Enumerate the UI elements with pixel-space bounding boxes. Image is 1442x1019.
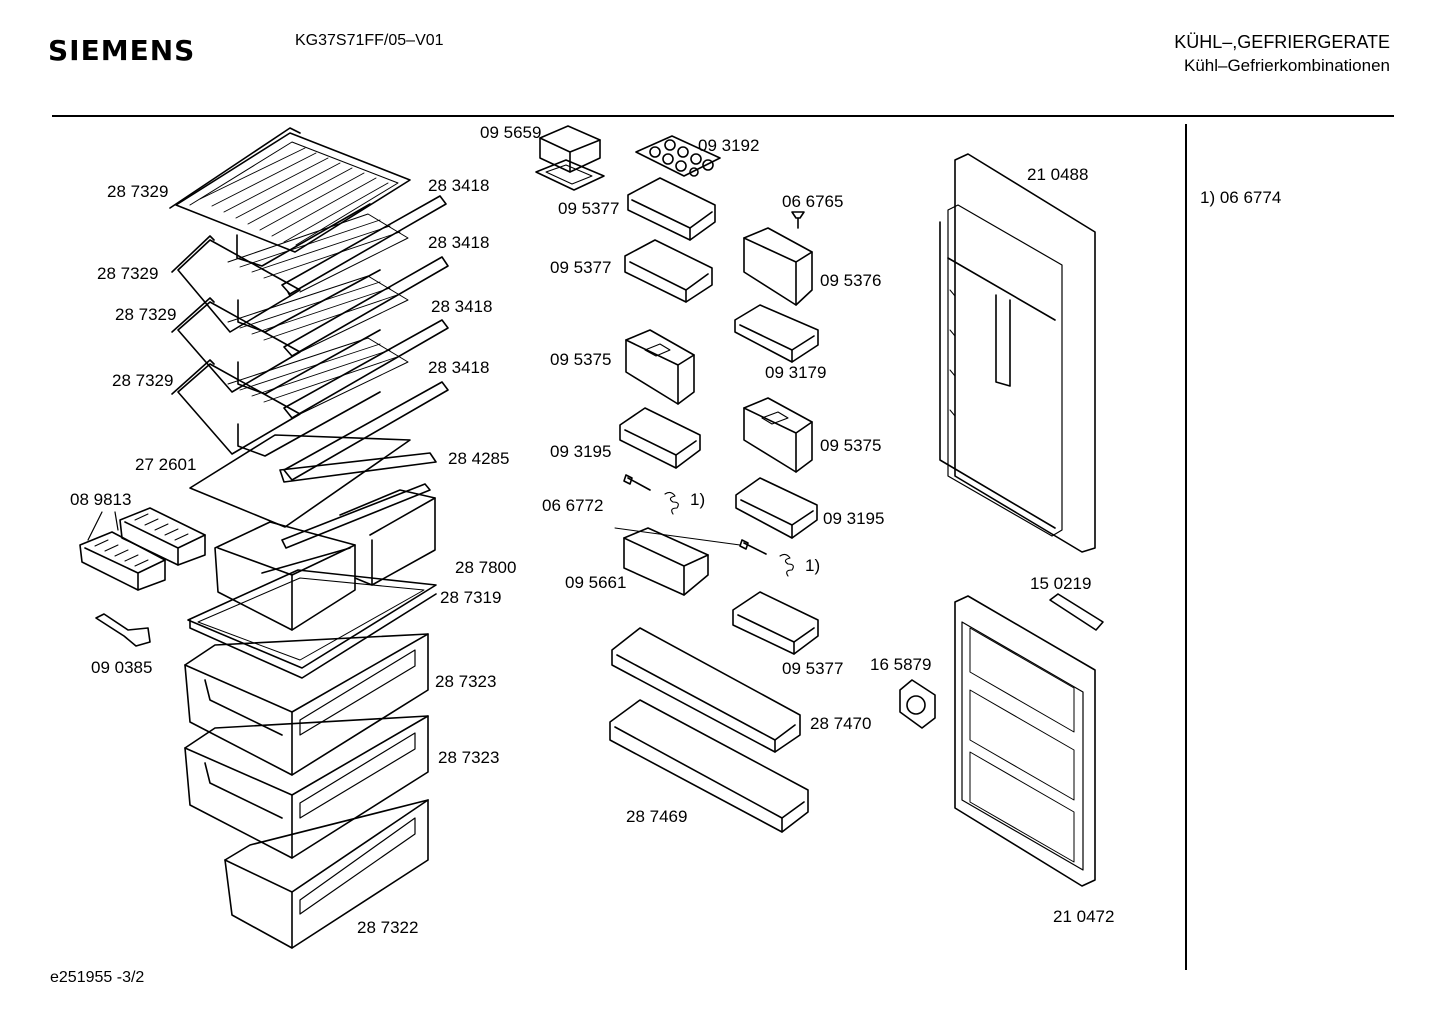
footnote: 1) 06 6774: [1200, 188, 1282, 207]
label-glass-trim: 28 4285: [448, 449, 510, 468]
model-number: KG37S71FF/05–V01: [295, 32, 444, 49]
freezer-drawer-2: [184, 715, 429, 859]
label-spring-note-1: 1): [690, 490, 706, 509]
covered-bin-5375-b: [743, 397, 813, 473]
wire-shelf-4: [171, 337, 409, 457]
wire-shelf-3: [171, 275, 409, 395]
label-drawer-frame: 28 7319: [440, 588, 502, 607]
covered-bin-5375-a: [625, 329, 695, 405]
category-title: KÜHL–,GEFRIERGERATE: [1174, 32, 1390, 52]
label-ice-scoop: 09 0385: [91, 658, 153, 677]
label-bottle-rack: 28 7470: [810, 714, 872, 733]
hinge-screw-2: [739, 539, 767, 555]
label-trim-4: 28 3418: [428, 358, 490, 377]
label-door-bin-a: 09 5377: [558, 199, 620, 218]
label-bin-3195-b: 09 3195: [823, 509, 885, 528]
drawer-frame: [187, 569, 437, 679]
label-shelf-4: 28 7329: [112, 371, 174, 390]
label-shelf-1: 28 7329: [107, 182, 169, 201]
bin-3195-a: [619, 407, 701, 469]
spring-1: [664, 491, 679, 515]
shelf-trim-3: [283, 319, 449, 419]
label-hinge-screw: 06 6772: [542, 496, 604, 515]
hinge-screw-1: [623, 474, 651, 491]
covered-bin-5376: [743, 227, 813, 306]
door-upper: [939, 153, 1096, 553]
door-handle: [1049, 593, 1104, 631]
brand-logo: SIEMENS: [48, 34, 196, 67]
header-divider: [52, 115, 1394, 117]
label-covered-bin-1: 09 5376: [820, 271, 882, 290]
bin-3195-b: [735, 477, 818, 539]
glass-plate: [189, 434, 411, 528]
label-bin-3179: 09 3179: [765, 363, 827, 382]
bottle-rack-7469: [609, 699, 809, 833]
label-door-bin-c: 09 5377: [782, 659, 844, 678]
freezer-drawer-bottom: [224, 799, 429, 949]
door-bin-5377-b: [624, 239, 713, 303]
label-door-bin-b: 09 5377: [550, 258, 612, 277]
label-bin-3195-a: 09 3195: [550, 442, 612, 461]
label-covered-bin-3: 09 5375: [820, 436, 882, 455]
wire-shelf-1: [169, 127, 411, 267]
label-egg-tray: 09 3192: [698, 136, 760, 155]
egg-tray: [635, 135, 721, 177]
label-trim-1: 28 3418: [428, 176, 490, 195]
label-shelf-2: 28 7329: [97, 264, 159, 283]
butter-compartment-lid: [539, 125, 601, 173]
label-freezer-drawer-1: 28 7323: [435, 672, 497, 691]
glass-plate-trim: [279, 452, 437, 483]
label-pin: 06 6765: [782, 192, 844, 211]
category-subtitle: Kühl–Gefrierkombinationen: [1183, 56, 1390, 75]
door-bin-5377-c: [732, 591, 819, 655]
label-freezer-drawer-bottom: 28 7322: [357, 918, 419, 937]
label-spring-note-2: 1): [805, 556, 821, 575]
label-door-upper: 21 0488: [1027, 165, 1089, 184]
shelf-trim-2: [283, 256, 449, 357]
label-butter-lid: 09 5659: [480, 123, 542, 142]
label-shelf-3: 28 7329: [115, 305, 177, 324]
label-freezer-drawer-2: 28 7323: [438, 748, 500, 767]
bin-5661: [623, 527, 709, 596]
ice-tray-1: [119, 507, 206, 566]
drawer-frame-rail: [281, 483, 431, 549]
ice-tray-2: [79, 531, 166, 591]
door-lower: [954, 595, 1096, 887]
ice-scoop: [95, 613, 151, 647]
label-covered-bin-2: 09 5375: [550, 350, 612, 369]
label-small-drawer: 28 7800: [455, 558, 517, 577]
wire-shelf-2: [171, 213, 409, 333]
butter-compartment-frame: [535, 159, 605, 191]
label-door-lower: 21 0472: [1053, 907, 1115, 926]
label-knob: 16 5879: [870, 655, 932, 674]
label-trim-3: 28 3418: [431, 297, 493, 316]
label-trim-2: 28 3418: [428, 233, 490, 252]
label-bin-5661: 09 5661: [565, 573, 627, 592]
freezer-drawer-1: [184, 633, 429, 776]
bottle-rack-7470: [611, 627, 801, 753]
footnote-divider: [1185, 124, 1187, 970]
door-bin-5377-a: [627, 177, 716, 241]
spring-2: [779, 553, 794, 577]
label-ice-trays: 08 9813: [70, 490, 132, 509]
label-glass-plate: 27 2601: [135, 455, 197, 474]
pin-6765: [791, 211, 805, 229]
shelf-trim-4: [283, 381, 449, 481]
drawing-reference: e251955 -3/2: [50, 969, 145, 986]
thermostat-knob: [899, 679, 936, 729]
label-bottle-rack-low: 28 7469: [626, 807, 688, 826]
bin-3179: [734, 304, 819, 363]
label-handle: 15 0219: [1030, 574, 1092, 593]
